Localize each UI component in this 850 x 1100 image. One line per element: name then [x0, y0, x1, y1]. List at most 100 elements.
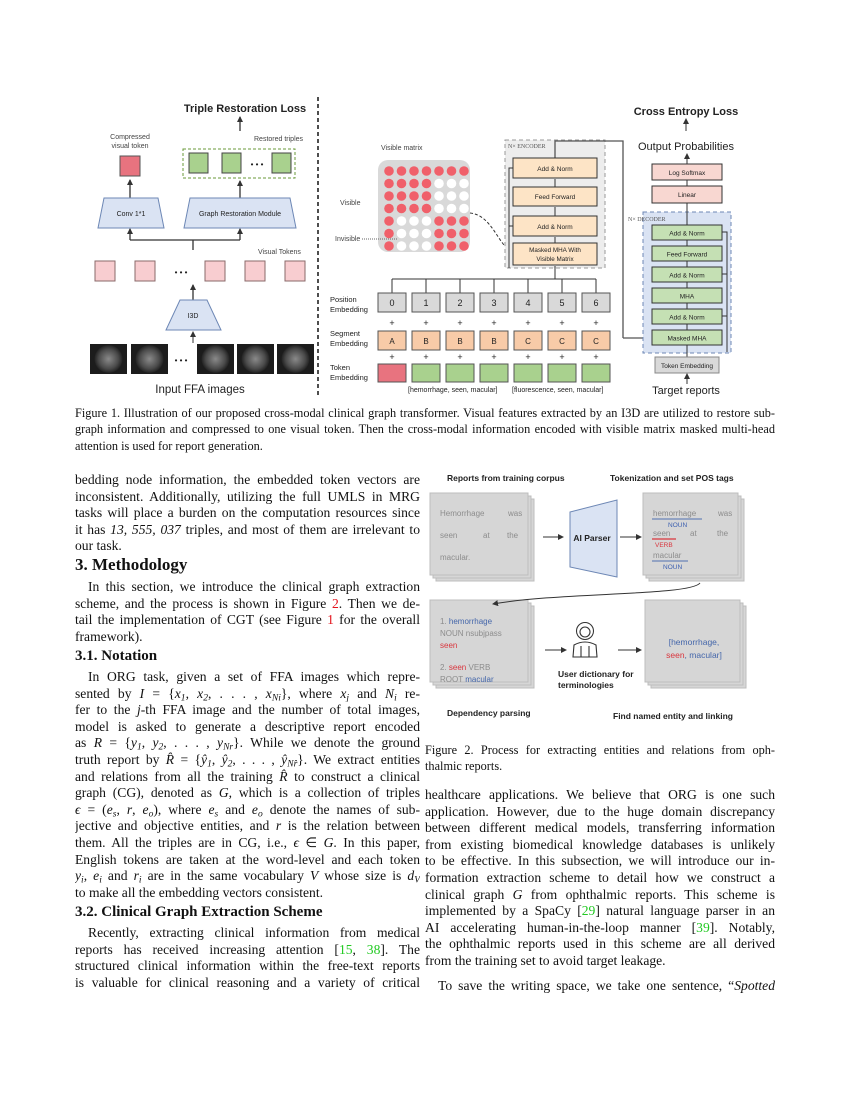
text-line: clinical graph G from ophthalmic reports…	[425, 887, 775, 904]
triple-label: [hemorrhage, seen, macular]	[408, 387, 498, 394]
token-embedding	[445, 363, 475, 383]
math-subscript: 1	[180, 692, 186, 703]
restored-triples-group	[182, 148, 296, 179]
report-word: at	[483, 531, 490, 540]
text: = (	[80, 801, 107, 817]
text-line: sented by I = {x1, x2, . . . , xNi}, whe…	[75, 686, 420, 703]
text-line: Figure 2. Process for extracting entitie…	[425, 742, 775, 758]
visible-cell	[446, 166, 457, 176]
text: it has	[75, 521, 111, 537]
invisible-cell	[459, 191, 469, 201]
math: xj	[340, 686, 349, 703]
plus-sign: +	[525, 318, 530, 328]
visible-cell	[459, 216, 469, 226]
text: inconsistent. Additionally, utilizing th…	[75, 488, 420, 504]
citation-link[interactable]: 29	[581, 903, 596, 919]
text: thalmic reports.	[425, 759, 503, 774]
figure-reference-link[interactable]: 1	[327, 612, 334, 628]
invisible-cell	[434, 191, 444, 201]
math: R	[94, 735, 102, 750]
math-subscript: o	[148, 809, 154, 819]
figure2-caption: Figure 2. Process for extracting entitie…	[425, 742, 775, 775]
text: Figure 2. Process for extracting entitie…	[425, 743, 775, 757]
log-softmax-label: Log Softmax	[669, 170, 706, 177]
citation-link[interactable]: 39	[696, 919, 710, 935]
ffa-image	[197, 344, 234, 374]
invisible-cell	[421, 216, 432, 226]
decoder-block-label: Add & Norm	[669, 315, 704, 322]
math: V	[310, 868, 318, 883]
ffa-image	[131, 344, 168, 374]
visible-cell	[384, 166, 394, 176]
text: reports has received increasing attentio…	[75, 941, 339, 957]
text: , . . . ,	[232, 751, 282, 767]
text-line: framework).	[75, 629, 420, 646]
invisible-cell	[446, 191, 457, 201]
text-line: In ORG task, given a set of FFA images w…	[75, 669, 420, 686]
text: formation extraction scheme to detail ho…	[425, 869, 775, 885]
math-symbol: d	[407, 868, 415, 884]
math-subscript: Ni	[271, 692, 281, 703]
conv-label: Conv 1*1	[117, 211, 146, 218]
text: ,	[185, 685, 198, 701]
visual-tokens-label: Visual Tokens	[258, 249, 301, 256]
text: Recently, extracting clinical informatio…	[88, 925, 420, 940]
visible-cell	[409, 166, 419, 176]
math-symbol: x	[174, 685, 181, 701]
plus-sign: +	[559, 352, 564, 362]
visible-cell	[409, 203, 419, 214]
text: them. All the triples are in CG, i.e.,	[75, 834, 294, 850]
math-symbol: e	[106, 801, 113, 817]
matrix-link	[469, 212, 513, 253]
invisible-cell	[434, 203, 444, 214]
citation-link[interactable]: 15	[338, 941, 353, 957]
text-line: structured clinical information within t…	[75, 958, 420, 975]
visible-cell	[409, 178, 419, 189]
plus-sign: +	[423, 352, 428, 362]
citation-link[interactable]: 38	[366, 941, 381, 957]
text-line: truth report by R̂ = {ŷ1, ŷ2, . . . , ŷN…	[75, 752, 420, 769]
document-stack	[429, 599, 535, 689]
text-line: fer to the j-th FFA image and the number…	[75, 702, 420, 719]
text: between different medical models, transf…	[425, 820, 775, 836]
text: ,	[141, 735, 153, 751]
math-symbol: ŷ	[221, 751, 228, 767]
visible-cell	[384, 178, 394, 189]
math: G	[513, 887, 523, 902]
plus-sign: +	[559, 318, 564, 328]
text-line: English tokens are taken at the word-lev…	[75, 852, 420, 869]
math: G	[324, 835, 334, 850]
position-embedding	[513, 292, 543, 313]
figure-reference-link[interactable]: 2	[331, 595, 339, 611]
dep-line: 1. hemorrhage	[440, 617, 493, 626]
math: r	[127, 802, 132, 817]
text: graph (CG), denoted as	[75, 785, 219, 801]
text: AI accelerating human-in-the-loop manner…	[425, 919, 697, 935]
entity-list: seen, macular]	[666, 650, 722, 660]
math: ŷ1	[201, 752, 212, 769]
text-line: it has 13, 555, 037 triples, and most of…	[75, 522, 420, 539]
text-line: formation extraction scheme to detail ho…	[425, 870, 775, 887]
restored-triple	[271, 152, 292, 174]
math-symbol: N	[385, 685, 395, 701]
position-embedding	[479, 292, 509, 313]
figure1-encoder: Visible matrix Visible Invisible N× ENCO…	[330, 139, 652, 394]
text-line: In this section, we introduce the clinic…	[75, 579, 420, 596]
math: 13, 555, 037	[110, 522, 181, 537]
math-subscript: i	[81, 875, 84, 885]
math-symbol: x	[265, 685, 272, 701]
visible-cell	[384, 228, 394, 239]
math-symbol: y	[217, 735, 224, 751]
text: denote the names of sub-	[262, 801, 420, 817]
ai-parser-shape	[569, 499, 618, 578]
math: eo	[252, 802, 263, 819]
math: R̂	[279, 769, 287, 784]
position-embedding-label: Position	[330, 295, 357, 304]
paragraph: healthcare applications. We believe that…	[425, 787, 775, 970]
math-symbol: e	[208, 801, 215, 817]
text: and	[218, 801, 252, 817]
paragraph: In ORG task, given a set of FFA images w…	[75, 669, 420, 901]
text: to be effective. In this subsection, we …	[425, 853, 775, 869]
subsection-heading: 3.2. Clinical Graph Extraction Scheme	[75, 904, 323, 920]
token-embedding	[547, 363, 577, 383]
